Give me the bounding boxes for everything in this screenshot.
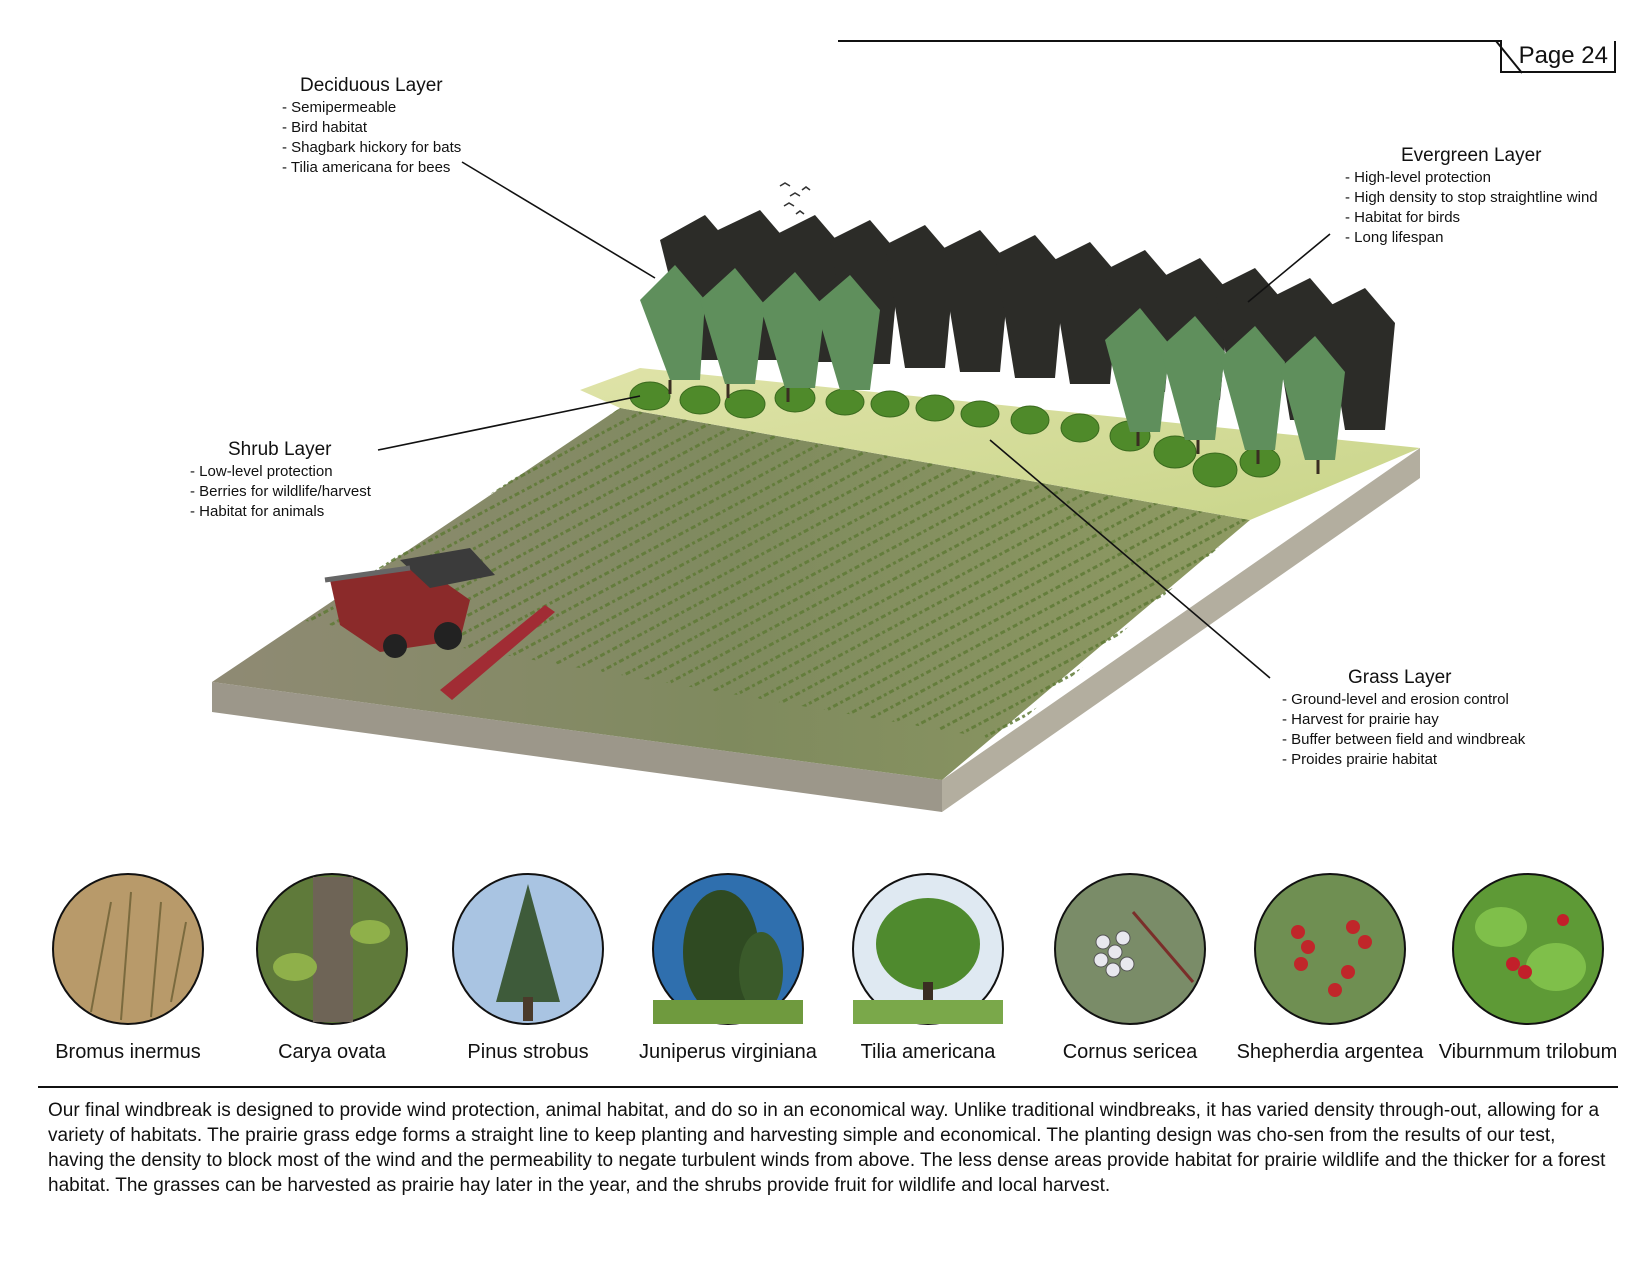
callout-title: Evergreen Layer [1401,145,1542,166]
species-card: Shepherdia argentea [1230,872,1430,1064]
list-item: Shagbark hickory for bats [282,138,461,158]
list-item: Semipermeable [282,98,461,118]
list-item: Buffer between field and windbreak [1282,730,1525,750]
species-name: Carya ovata [278,1041,386,1063]
slab-front-side [212,682,942,812]
species-card: Bromus inermus [28,872,228,1064]
list-item: Tilia americana for bees [282,158,461,178]
species-name: Shepherdia argentea [1236,1041,1424,1063]
callout-title: Deciduous Layer [300,75,443,96]
callout-list: Low-level protection Berries for wildlif… [190,462,371,522]
birds-icon [779,182,811,215]
combine-harvester [324,548,555,700]
callout-deciduous-layer: Deciduous Layer Semipermeable Bird habit… [282,74,461,178]
list-item: Habitat for animals [190,502,371,522]
berry-white-photo-icon [1054,873,1206,1025]
list-item: Low-level protection [190,462,371,482]
callout-title: Shrub Layer [228,439,332,460]
list-item: High-level protection [1345,168,1598,188]
crop-rows [300,408,1250,740]
list-item: Proides prairie habitat [1282,750,1525,770]
species-name: Viburnmum trilobum [1438,1041,1618,1063]
species-card: Juniperus virginiana [628,872,828,1064]
callout-evergreen-layer: Evergreen Layer High-level protection Hi… [1345,144,1598,248]
list-item: Long lifespan [1345,228,1598,248]
bark-photo-icon [256,873,408,1025]
species-name: Tilia americana [860,1041,996,1063]
callout-list: Ground-level and erosion control Harvest… [1282,690,1525,770]
list-item: Bird habitat [282,118,461,138]
list-item: Ground-level and erosion control [1282,690,1525,710]
species-name: Juniperus virginiana [639,1041,817,1063]
deciduous-row [640,265,1345,460]
pine-photo-icon [452,873,604,1025]
page-number: Page 24 [1500,41,1616,73]
grass-photo-icon [52,873,204,1025]
slab-right-side [942,448,1420,812]
list-item: High density to stop straightline wind [1345,188,1597,208]
caption-paragraph: Our final windbreak is designed to provi… [48,1100,1606,1196]
windbreak-diagram [212,161,1420,812]
species-card: Tilia americana [828,872,1028,1064]
tree-trunks [668,380,1320,474]
list-item: Harvest for prairie hay [1282,710,1525,730]
juniper-photo-icon [652,873,804,1025]
tree-photo-icon [852,873,1004,1025]
species-name: Bromus inermus [55,1041,201,1063]
berry-red-photo-icon [1254,873,1406,1025]
callout-shrub-layer: Shrub Layer Low-level protection Berries… [190,438,371,522]
header-rule [838,40,1502,42]
species-name: Pinus strobus [467,1041,589,1063]
species-card: Viburnmum trilobum [1428,872,1628,1064]
callout-list: High-level protection High density to st… [1345,168,1598,248]
callout-title: Grass Layer [1348,667,1452,688]
viburnum-photo-icon [1452,873,1604,1025]
list-item: Habitat for birds [1345,208,1598,228]
callout-grass-layer: Grass Layer Ground-level and erosion con… [1282,666,1525,770]
species-card: Carya ovata [232,872,432,1064]
species-gallery: Bromus inermus Carya ovata Pinus strobus… [0,872,1650,1064]
species-card: Pinus strobus [428,872,628,1064]
species-name: Cornus sericea [1062,1041,1198,1063]
species-card: Cornus sericea [1030,872,1230,1064]
caption-rule [38,1086,1618,1088]
leader-lines [377,161,1331,679]
list-item: Berries for wildlife/harvest [190,482,371,502]
callout-list: Semipermeable Bird habitat Shagbark hick… [282,98,461,178]
